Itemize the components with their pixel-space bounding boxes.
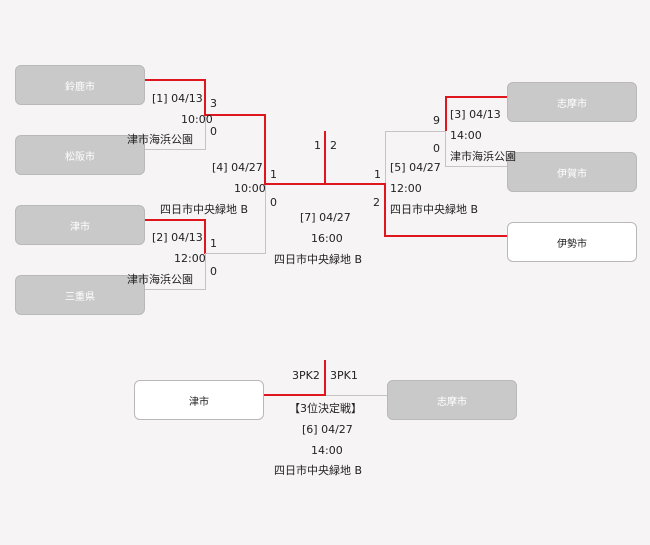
bracket-line — [445, 96, 507, 98]
bracket-line — [205, 116, 206, 150]
bracket-line — [445, 166, 507, 167]
match-3-venue: 津市海浜公園 — [450, 150, 516, 163]
match-5-score-bottom: 2 — [373, 196, 380, 209]
match-5-venue: 四日市中央緑地 B — [390, 203, 479, 216]
match-3-score-top: 9 — [433, 114, 440, 127]
third-place-venue: 四日市中央緑地 B — [274, 464, 363, 477]
match-3-score-bottom: 0 — [433, 142, 440, 155]
final-score-left: 1 — [314, 139, 321, 152]
final-info: [7] 04/27 — [300, 211, 351, 224]
team-iga[interactable]: 伊賀市 — [507, 152, 637, 192]
bracket-line — [264, 394, 325, 396]
bracket-line — [205, 254, 206, 290]
match-4-time: 10:00 — [234, 182, 266, 195]
third-place-time: 14:00 — [311, 444, 343, 457]
match-3-info: [3] 04/13 — [450, 108, 501, 121]
match-1-score-top: 3 — [210, 97, 217, 110]
bracket-line — [384, 183, 386, 237]
bracket-line — [384, 235, 507, 237]
match-4-info: [4] 04/27 — [212, 161, 263, 174]
match-5-info: [5] 04/27 — [390, 161, 441, 174]
match-5-score-top: 1 — [374, 168, 381, 181]
match-1-info: [1] 04/13 — [152, 92, 203, 105]
team-tsu[interactable]: 津市 — [15, 205, 145, 245]
bracket-line — [325, 395, 387, 396]
bracket-line — [385, 131, 446, 132]
third-place-score-right: 3PK1 — [330, 369, 358, 382]
bracket-line — [204, 79, 206, 116]
final-score-right: 2 — [330, 139, 337, 152]
bracket-line — [204, 114, 266, 116]
final-venue: 四日市中央緑地 B — [274, 253, 363, 266]
bracket-line — [264, 114, 266, 185]
bracket-line — [324, 360, 326, 396]
bracket-line — [265, 185, 266, 254]
match-4-venue: 四日市中央緑地 B — [160, 203, 249, 216]
bracket-line — [145, 149, 206, 150]
team-matsusaka[interactable]: 松阪市 — [15, 135, 145, 175]
bracket-line — [205, 253, 265, 254]
team-shima-third-place[interactable]: 志摩市 — [387, 380, 517, 420]
match-4-score-top: 1 — [270, 168, 277, 181]
bracket-line — [324, 183, 385, 185]
bracket-line — [145, 219, 206, 221]
bracket-line — [445, 131, 446, 167]
bracket-line — [264, 183, 325, 185]
match-1-venue: 津市海浜公園 — [127, 133, 193, 146]
team-mie[interactable]: 三重県 — [15, 275, 145, 315]
match-3-time: 14:00 — [450, 129, 482, 142]
bracket-line — [204, 219, 206, 254]
match-2-venue: 津市海浜公園 — [127, 273, 193, 286]
third-place-info: [6] 04/27 — [302, 423, 353, 436]
bracket-line — [385, 131, 386, 185]
final-time: 16:00 — [311, 232, 343, 245]
bracket-line — [324, 131, 326, 185]
match-4-score-bottom: 0 — [270, 196, 277, 209]
bracket-line — [445, 96, 447, 131]
team-suzuka[interactable]: 鈴鹿市 — [15, 65, 145, 105]
bracket-line — [145, 79, 206, 81]
team-shima[interactable]: 志摩市 — [507, 82, 637, 122]
team-ise-champion[interactable]: 伊勢市 — [507, 222, 637, 262]
third-place-title: 【3位決定戦】 — [289, 402, 362, 415]
third-place-score-left: 3PK2 — [292, 369, 320, 382]
team-tsu-third-place[interactable]: 津市 — [134, 380, 264, 420]
match-5-time: 12:00 — [390, 182, 422, 195]
match-2-info: [2] 04/13 — [152, 231, 203, 244]
match-2-score-bottom: 0 — [210, 265, 217, 278]
match-2-score-top: 1 — [210, 237, 217, 250]
match-1-time: 10:00 — [181, 113, 213, 126]
match-1-score-bottom: 0 — [210, 125, 217, 138]
bracket-line — [145, 289, 206, 290]
match-2-time: 12:00 — [174, 252, 206, 265]
